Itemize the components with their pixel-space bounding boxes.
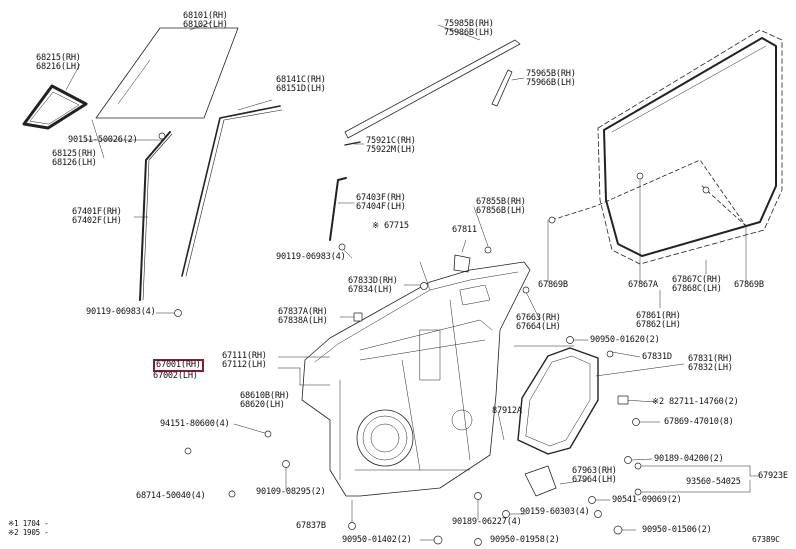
part-label-67869b-left[interactable]: 67869B: [538, 280, 568, 290]
part-label-67831d[interactable]: 67831D: [642, 352, 672, 362]
part-label-68215[interactable]: 68215(RH)68216(LH): [36, 53, 81, 72]
part-label-90159[interactable]: 90159-60303(4): [520, 507, 590, 517]
part-label-67837b[interactable]: 67837B: [296, 521, 326, 531]
part-label-90109[interactable]: 90109-08295(2): [256, 487, 326, 497]
part-label-67867a[interactable]: 67867A: [628, 280, 658, 290]
selected-part-highlight: 67001(RH): [153, 359, 204, 372]
part-label-90119-a[interactable]: 90119-06983(4): [86, 307, 156, 317]
part-label-90541[interactable]: 90541-09069(2): [612, 495, 682, 505]
part-label-87912a[interactable]: 87912A: [492, 406, 522, 416]
part-label-67403f[interactable]: 67403F(RH)67404F(LH): [356, 193, 406, 212]
part-label-82711[interactable]: ※2 82711-14760(2): [652, 397, 739, 407]
part-label-67837a[interactable]: 67837A(RH)67838A(LH): [278, 307, 328, 326]
part-label-90950-a[interactable]: 90950-01402(2): [342, 535, 412, 545]
part-label-67001[interactable]: 67001(RH)67002(LH): [153, 359, 204, 381]
part-label-90151[interactable]: 90151-50026(2): [68, 135, 138, 145]
part-label-94151[interactable]: 94151-80600(4): [160, 419, 230, 429]
part-label-68714[interactable]: 68714-50040(4): [136, 491, 206, 501]
part-label-67831[interactable]: 67831(RH)67832(LH): [688, 354, 733, 373]
part-label-67715[interactable]: ※ 67715: [372, 221, 409, 231]
part-label-90950-c[interactable]: 90950-01620(2): [590, 335, 660, 345]
footnotes: ※1 1704 -※2 1905 -: [8, 519, 49, 537]
part-label-67855b[interactable]: 67855B(RH)67856B(LH): [476, 197, 526, 216]
part-label-67923e[interactable]: 67923E: [758, 471, 788, 481]
part-label-67663[interactable]: 67663(RH)67664(LH): [516, 313, 561, 332]
part-label-67401f[interactable]: 67401F(RH)67402F(LH): [72, 207, 122, 226]
part-label-75985b[interactable]: 75985B(RH)75986B(LH): [444, 19, 494, 38]
part-label-68125[interactable]: 68125(RH)68126(LH): [52, 149, 97, 168]
part-label-68101[interactable]: 68101(RH)68102(LH): [183, 11, 228, 30]
part-label-75965b[interactable]: 75965B(RH)75966B(LH): [526, 69, 576, 88]
part-label-67861[interactable]: 67861(RH)67862(LH): [636, 311, 681, 330]
part-label-90189-a[interactable]: 90189-06227(4): [452, 517, 522, 527]
part-label-67833d[interactable]: 67833D(RH)67834(LH): [348, 276, 398, 295]
part-label-67869[interactable]: 67869-47010(8): [664, 417, 734, 427]
part-label-90189-b[interactable]: 90189-04200(2): [654, 454, 724, 464]
part-label-67111[interactable]: 67111(RH)67112(LH): [222, 351, 267, 370]
part-label-90119-b[interactable]: 90119-06983(4): [276, 252, 346, 262]
part-label-90950-b[interactable]: 90950-01958(2): [490, 535, 560, 545]
part-label-90950-d[interactable]: 90950-01506(2): [642, 525, 712, 535]
part-label-93560[interactable]: 93560-54025: [686, 477, 741, 487]
part-label-68141c[interactable]: 68141C(RH)68151D(LH): [276, 75, 326, 94]
part-label-67963[interactable]: 67963(RH)67964(LH): [572, 466, 617, 485]
part-label-67867c[interactable]: 67867C(RH)67868C(LH): [672, 275, 722, 294]
part-label-75921c[interactable]: 75921C(RH)75922M(LH): [366, 136, 416, 155]
diagram-code: 67389C: [752, 535, 780, 544]
part-label-67869b-right[interactable]: 67869B: [734, 280, 764, 290]
part-label-67811[interactable]: 67811: [452, 225, 477, 235]
part-label-68610b[interactable]: 68610B(RH)68620(LH): [240, 391, 290, 410]
